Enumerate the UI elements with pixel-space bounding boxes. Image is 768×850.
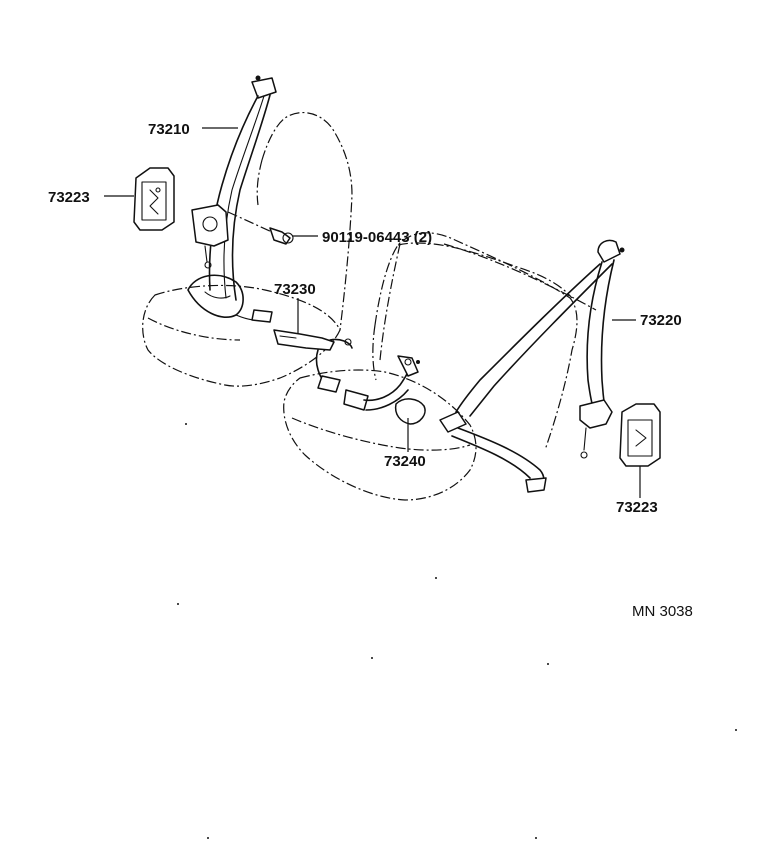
bolt bbox=[227, 211, 294, 245]
label-73230: 73230 bbox=[274, 281, 316, 298]
buckle-right-center bbox=[343, 355, 426, 425]
left-seat bbox=[142, 111, 353, 387]
cover-left bbox=[133, 167, 175, 231]
cover-right bbox=[619, 403, 661, 467]
shoulder-belt-right bbox=[439, 239, 625, 493]
drawing-code: MN 3038 bbox=[632, 603, 693, 620]
label-73220: 73220 bbox=[640, 312, 682, 329]
shoulder-belt-left bbox=[187, 75, 277, 323]
label-73223-right: 73223 bbox=[616, 499, 658, 516]
buckle-center bbox=[273, 329, 353, 393]
label-73223-left: 73223 bbox=[48, 189, 90, 206]
right-seat bbox=[283, 232, 578, 501]
scan-specks bbox=[177, 423, 737, 839]
label-73240: 73240 bbox=[384, 453, 426, 470]
label-73210: 73210 bbox=[148, 121, 190, 138]
label-bolt: 90119-06443 (2) bbox=[322, 229, 432, 246]
leader-lines bbox=[104, 127, 641, 498]
